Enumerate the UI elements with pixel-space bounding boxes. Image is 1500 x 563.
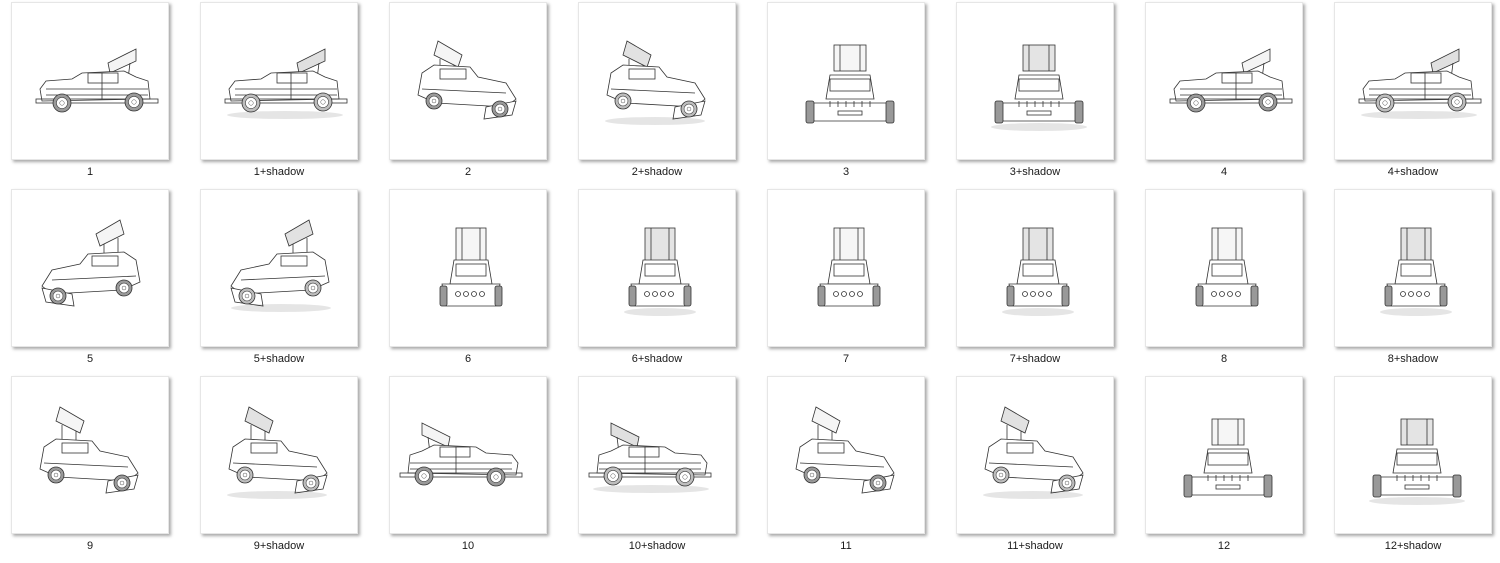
file-thumbnail-item[interactable]: 8+shadow (1334, 189, 1500, 376)
car-line-drawing (1195, 227, 1259, 307)
car-line-drawing (605, 40, 706, 125)
car-line-drawing (1169, 48, 1293, 113)
car-line-drawing (1183, 418, 1273, 498)
thumbnail-image[interactable] (956, 2, 1114, 160)
file-thumbnail-item[interactable]: 11 (767, 376, 956, 563)
file-name-label[interactable]: 5 (86, 353, 94, 365)
file-name-label[interactable]: 8+shadow (1387, 353, 1439, 365)
car-line-drawing (805, 44, 895, 124)
file-thumbnail-item[interactable]: 2+shadow (578, 2, 767, 189)
file-thumbnail-item[interactable]: 4 (1145, 2, 1334, 189)
file-thumbnail-item[interactable]: 10 (389, 376, 578, 563)
file-name-label[interactable]: 3+shadow (1009, 166, 1061, 178)
file-name-label[interactable]: 4 (1220, 166, 1228, 178)
file-name-label[interactable]: 11 (840, 540, 852, 552)
file-thumbnail-item[interactable]: 1+shadow (200, 2, 389, 189)
car-line-drawing (991, 44, 1087, 131)
car-line-drawing (230, 219, 331, 312)
car-line-drawing (35, 48, 159, 113)
car-line-drawing (1369, 418, 1465, 505)
file-thumbnail-item[interactable]: 10+shadow (578, 376, 767, 563)
file-name-label[interactable]: 2+shadow (631, 166, 683, 178)
thumbnail-image[interactable] (1334, 376, 1492, 534)
file-thumbnail-item[interactable]: 5 (11, 189, 200, 376)
thumbnail-image[interactable] (578, 376, 736, 534)
file-name-label[interactable]: 9+shadow (253, 540, 305, 552)
car-line-drawing (795, 406, 895, 494)
thumbnail-image[interactable] (200, 2, 358, 160)
file-name-label[interactable]: 12 (1217, 540, 1231, 552)
thumbnail-image[interactable] (1145, 189, 1303, 347)
car-line-drawing (227, 406, 328, 499)
file-thumbnail-item[interactable]: 11+shadow (956, 376, 1145, 563)
file-name-label[interactable]: 4+shadow (1387, 166, 1439, 178)
car-line-drawing (399, 422, 523, 487)
file-name-label[interactable]: 7 (842, 353, 850, 365)
thumbnail-image[interactable] (1145, 376, 1303, 534)
thumbnail-image[interactable] (389, 189, 547, 347)
file-name-label[interactable]: 5+shadow (253, 353, 305, 365)
thumbnail-image[interactable] (11, 189, 169, 347)
thumbnail-image[interactable] (200, 376, 358, 534)
file-thumbnail-item[interactable]: 7+shadow (956, 189, 1145, 376)
car-line-drawing (439, 227, 503, 307)
thumbnail-image[interactable] (11, 376, 169, 534)
file-thumbnail-item[interactable]: 12+shadow (1334, 376, 1500, 563)
thumbnail-image[interactable] (1334, 189, 1492, 347)
file-name-label[interactable]: 11+shadow (1007, 540, 1063, 552)
thumbnail-image[interactable] (11, 2, 169, 160)
car-line-drawing (1002, 227, 1074, 316)
thumbnail-image[interactable] (767, 2, 925, 160)
thumbnail-image[interactable] (578, 2, 736, 160)
thumbnail-image[interactable] (578, 189, 736, 347)
file-thumbnail-item[interactable]: 6 (389, 189, 578, 376)
car-line-drawing (224, 48, 348, 119)
car-line-drawing (817, 227, 881, 307)
thumbnail-image[interactable] (1334, 2, 1492, 160)
car-line-drawing (39, 406, 139, 494)
file-name-label[interactable]: 10+shadow (628, 540, 686, 552)
file-thumbnail-item[interactable]: 3 (767, 2, 956, 189)
file-name-label[interactable]: 3 (842, 166, 850, 178)
thumbnail-image[interactable] (1145, 2, 1303, 160)
car-line-drawing (624, 227, 696, 316)
file-name-label[interactable]: 1+shadow (253, 166, 305, 178)
file-name-label[interactable]: 10 (461, 540, 475, 552)
file-thumbnail-item[interactable]: 8 (1145, 189, 1334, 376)
file-thumbnail-item[interactable]: 12 (1145, 376, 1334, 563)
file-name-label[interactable]: 7+shadow (1009, 353, 1061, 365)
thumbnail-image[interactable] (200, 189, 358, 347)
file-thumbnail-item[interactable]: 9+shadow (200, 376, 389, 563)
car-line-drawing (1380, 227, 1452, 316)
car-line-drawing (41, 219, 141, 307)
file-thumbnail-item[interactable]: 7 (767, 189, 956, 376)
thumbnail-image[interactable] (956, 376, 1114, 534)
thumbnail-image[interactable] (767, 189, 925, 347)
file-thumbnail-item[interactable]: 4+shadow (1334, 2, 1500, 189)
thumbnail-image[interactable] (389, 2, 547, 160)
thumbnail-image[interactable] (767, 376, 925, 534)
car-line-drawing (1358, 48, 1482, 119)
file-name-label[interactable]: 1 (86, 166, 94, 178)
car-line-drawing (983, 406, 1084, 499)
file-thumbnail-item[interactable]: 9 (11, 376, 200, 563)
file-thumbnail-item[interactable]: 5+shadow (200, 189, 389, 376)
thumbnail-image[interactable] (956, 189, 1114, 347)
file-thumbnail-item[interactable]: 3+shadow (956, 2, 1145, 189)
file-thumbnail-item[interactable]: 1 (11, 2, 200, 189)
car-line-drawing (417, 40, 517, 120)
file-name-label[interactable]: 6 (464, 353, 472, 365)
file-thumbnail-item[interactable]: 2 (389, 2, 578, 189)
thumbnail-image[interactable] (389, 376, 547, 534)
file-name-label[interactable]: 6+shadow (631, 353, 683, 365)
file-name-label[interactable]: 8 (1220, 353, 1228, 365)
car-line-drawing (588, 422, 712, 493)
file-thumbnail-item[interactable]: 6+shadow (578, 189, 767, 376)
file-name-label[interactable]: 12+shadow (1384, 540, 1442, 552)
file-name-label[interactable]: 2 (464, 166, 472, 178)
file-name-label[interactable]: 9 (86, 540, 94, 552)
